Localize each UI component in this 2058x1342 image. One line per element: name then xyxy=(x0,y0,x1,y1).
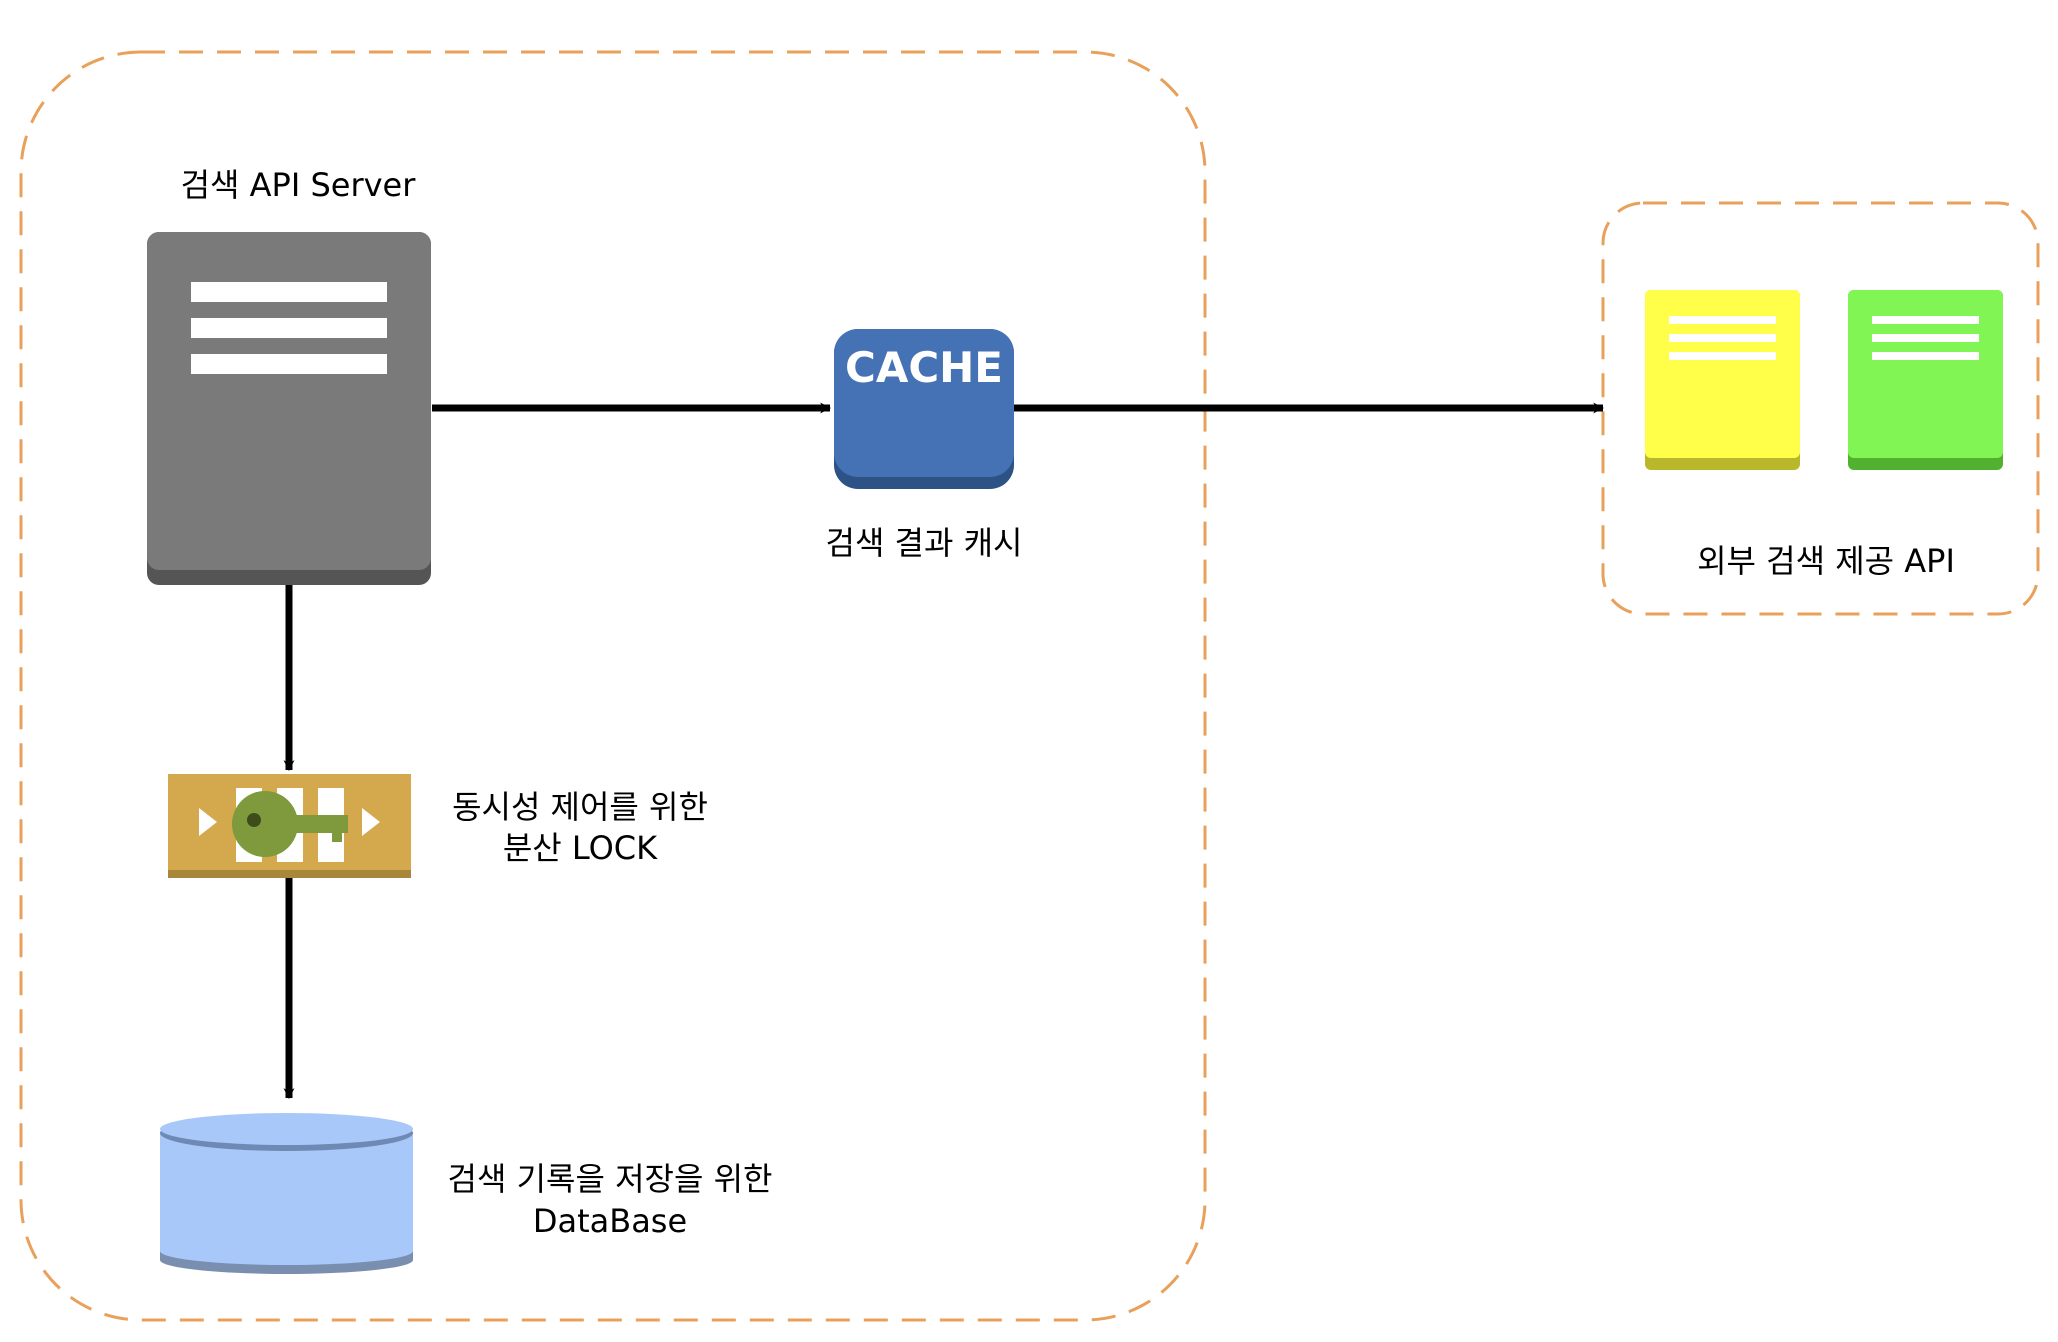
external-api-label: 외부 검색 제공 API xyxy=(1697,542,1955,580)
cache-icon: CACHE xyxy=(834,329,1014,489)
external-api-green-icon xyxy=(1848,290,2003,470)
external-api-yellow-icon xyxy=(1645,290,1800,470)
system-boundary xyxy=(19,50,1207,1322)
cache-icon-text: CACHE xyxy=(845,343,1003,392)
key-lock-icon xyxy=(168,774,411,878)
database-label-line1: 검색 기록을 저장을 위한 xyxy=(448,1160,773,1198)
lock-label-line2: 분산 LOCK xyxy=(503,829,658,867)
database-cylinder-icon xyxy=(160,1113,413,1274)
server-icon xyxy=(147,232,431,585)
api-server-label: 검색 API Server xyxy=(181,166,417,204)
external-api-boundary xyxy=(1601,201,2040,616)
cache-caption: 검색 결과 캐시 xyxy=(826,524,1023,562)
lock-label-line1: 동시성 제어를 위한 xyxy=(452,788,708,826)
database-label-line2: DataBase xyxy=(533,1202,687,1240)
